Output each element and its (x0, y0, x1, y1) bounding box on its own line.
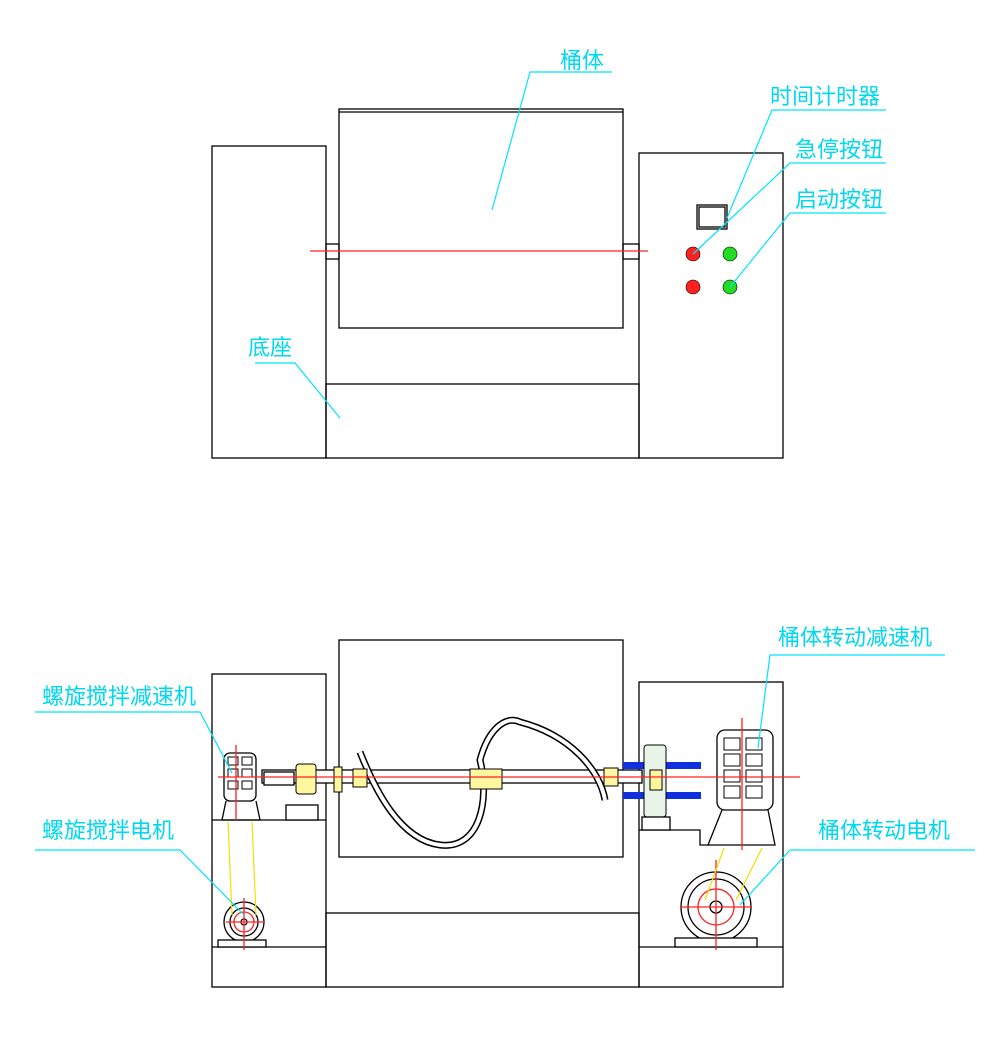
left-cabinet (211, 673, 327, 988)
drum (338, 108, 624, 329)
top-view: 桶体 时间计时器 急停按钮 启动按钮 底座 (211, 49, 886, 459)
bearing-support (285, 804, 319, 821)
belt-left (227, 821, 233, 916)
screw-reducer-fins (227, 756, 253, 790)
emergency-stop-leader (692, 162, 886, 255)
start-button (722, 246, 738, 262)
timer-label: 时间计时器 (770, 85, 880, 110)
bottom-view: 桶体转动减速机 螺旋搅拌减速机 螺旋搅拌电机 桶体转动电机 (35, 626, 975, 988)
right-cabinet (638, 681, 784, 988)
emergency-stop-label: 急停按钮 (795, 138, 883, 163)
belt-right (251, 821, 257, 916)
control-cabinet (638, 152, 784, 459)
screw-reducer-label: 螺旋搅拌减速机 (42, 685, 196, 710)
screw-motor-label: 螺旋搅拌电机 (42, 819, 174, 844)
left-bushing (352, 768, 368, 788)
drum-reducer-leader (757, 654, 945, 749)
right-bearing-support (641, 816, 671, 831)
screw-motor-feet (217, 939, 267, 948)
left-cabinet (211, 145, 327, 459)
drum-reducer-label: 桶体转动减速机 (778, 626, 932, 651)
drum-motor-leader (739, 849, 975, 906)
drum (338, 639, 624, 858)
screw-reducer-foot (221, 800, 261, 821)
emergency-stop-button-2 (685, 279, 701, 295)
left-bearing (295, 763, 317, 795)
timer-screen (698, 206, 726, 228)
right-shelf (639, 829, 710, 846)
screw-reducer-leader (35, 711, 233, 774)
drum-motor-label: 桶体转动电机 (818, 819, 950, 844)
coupling (263, 771, 295, 786)
base-label: 底座 (248, 336, 292, 361)
drum-leader (491, 71, 612, 211)
timer-leader (726, 109, 886, 219)
base-leader (255, 362, 341, 419)
center-bushing (469, 768, 503, 790)
start-button-leader (729, 212, 886, 288)
start-button-label: 启动按钮 (795, 188, 883, 213)
timer-display (696, 204, 728, 230)
screw-motor-leader (35, 849, 245, 916)
base (325, 912, 640, 988)
drum-label: 桶体 (560, 49, 604, 74)
helical-ribbon-inner (358, 718, 607, 848)
drum-reducer-fins (723, 737, 763, 799)
right-bearing-race (649, 769, 663, 791)
drum-belt-left (704, 847, 725, 901)
drum-belt-right (735, 847, 763, 901)
seal (333, 766, 343, 793)
base (325, 383, 640, 459)
